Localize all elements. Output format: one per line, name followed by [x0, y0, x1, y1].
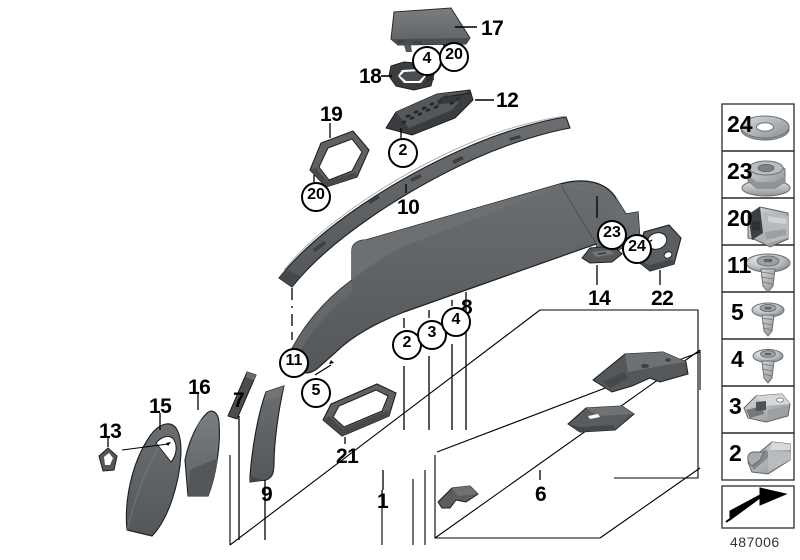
callout-18: 18: [359, 65, 382, 88]
part-8-instrument-panel: [287, 180, 641, 374]
legend-number-20: 20: [727, 205, 753, 231]
legend-number-2: 2: [729, 440, 742, 466]
leader-5-arrow: [329, 360, 334, 364]
part-19-ring-frame: [309, 130, 370, 188]
leaders-dashboard: [403, 292, 467, 430]
part-15-pillar-trim: [121, 423, 182, 537]
callout-21: 21: [336, 445, 359, 468]
legend-icon-metal-clamp: [743, 393, 791, 423]
circled-callout-20-left: 20: [301, 182, 331, 212]
callout-6: 6: [535, 483, 547, 506]
legend-icon-pan-head-screw: [751, 302, 785, 337]
part-10-trim-strip: [278, 115, 571, 288]
legend-icon-direction-arrow: [725, 487, 788, 523]
circled-callout-20-top: 20: [439, 42, 469, 72]
leader-5: [314, 364, 332, 376]
callout-15: 15: [149, 395, 172, 418]
callout-9: 9: [261, 483, 273, 506]
part-13-clip: [98, 447, 118, 472]
callout-7: 7: [233, 389, 245, 412]
legend-number-3: 3: [729, 393, 742, 419]
circled-callout-11: 11: [279, 348, 309, 378]
group-box-1: [229, 309, 699, 546]
callout-13: 13: [99, 420, 122, 443]
diagram-part-number: 487006: [730, 534, 780, 550]
callout-19: 19: [320, 103, 343, 126]
circled-callout-2-top: 2: [388, 138, 418, 168]
legend-icon-channel-clip: [747, 441, 791, 475]
callout-16: 16: [188, 376, 211, 399]
legend-icon-large-head-screw: [745, 253, 791, 293]
part-16-pillar-cover: [184, 410, 220, 497]
callout-8: 8: [461, 296, 473, 319]
callout-12: 12: [496, 89, 519, 112]
callout-14: 14: [588, 287, 611, 310]
circled-callout-4-top: 4: [412, 46, 442, 76]
legend-number-4: 4: [731, 346, 744, 372]
part-12-grille-panel: [385, 89, 474, 136]
callout-1: 1: [377, 490, 389, 513]
circled-callout-5: 5: [301, 378, 331, 408]
legend-number-23: 23: [727, 158, 753, 184]
circled-callout-4-mid: 4: [441, 307, 471, 337]
part-9-lower-trim: [249, 385, 285, 483]
callout-10: 10: [397, 196, 420, 219]
legend-icon-flat-washer: [740, 115, 790, 141]
circled-callout-3: 3: [417, 320, 447, 350]
legend-icon-flange-nut: [741, 160, 791, 197]
legend-number-24: 24: [727, 111, 753, 137]
part-7-strip: [227, 371, 257, 420]
legend-number-11: 11: [727, 252, 752, 278]
legend-icon-clip-bracket: [747, 206, 789, 248]
part-6a-bracket: [592, 351, 689, 393]
legend-frame: [721, 103, 795, 529]
legend-icon-pan-head-screw-small: [752, 349, 784, 384]
circled-callout-24: 24: [622, 234, 652, 264]
legend-number-5: 5: [731, 299, 744, 325]
part-6c-small-clip: [437, 485, 479, 509]
part-6b-plate: [567, 405, 635, 433]
callout-17: 17: [481, 17, 504, 40]
callout-22: 22: [651, 287, 674, 310]
part-21-frame-bezel: [322, 383, 397, 437]
